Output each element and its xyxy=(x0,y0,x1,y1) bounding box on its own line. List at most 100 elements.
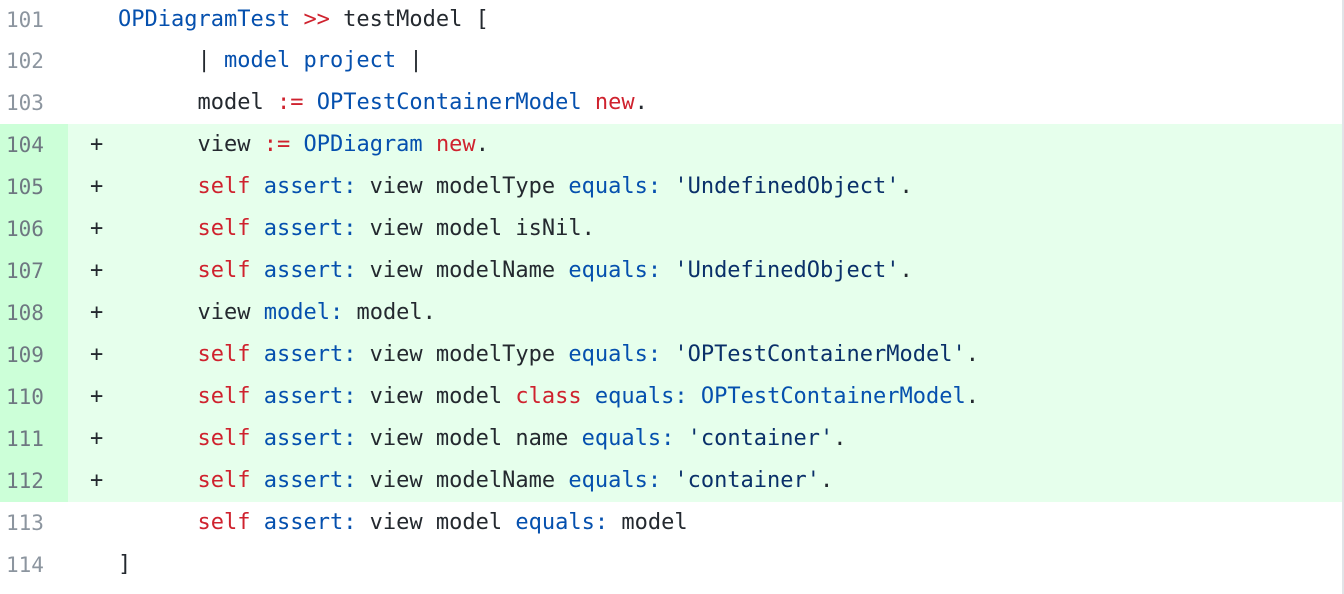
code-token: new xyxy=(435,132,476,157)
code-token: 'UndefinedObject' xyxy=(674,258,900,283)
code-token xyxy=(250,342,263,367)
code-token: 'OPTestContainerModel' xyxy=(674,342,966,367)
code-indent xyxy=(118,300,197,325)
code-token: equals: xyxy=(515,510,609,535)
diff-line-added: 105+ self assert: view modelType equals:… xyxy=(0,166,1342,208)
line-number[interactable]: 107 xyxy=(0,250,68,292)
line-number[interactable]: 105 xyxy=(0,166,68,208)
code-token: view modelType xyxy=(356,174,569,199)
code-content: view model: model. xyxy=(118,292,1342,334)
code-token xyxy=(661,258,674,283)
code-token: testModel [ xyxy=(329,7,489,32)
code-token xyxy=(250,426,263,451)
diff-line-added: 109 + self assert: view modelType equals:… xyxy=(0,334,1342,376)
line-number[interactable]: 101 xyxy=(6,8,44,32)
code-content: view := OPDiagram new. xyxy=(118,124,1342,166)
diff-marker: + xyxy=(90,132,104,157)
line-number[interactable]: 103 xyxy=(6,91,44,115)
line-number[interactable]: 110 xyxy=(0,376,68,418)
line-number[interactable]: 109 xyxy=(0,334,68,376)
diff-line-added: 112 + self assert: view modelName equals:… xyxy=(0,460,1342,502)
code-token: self xyxy=(197,342,251,367)
diff-line: 114] xyxy=(0,544,1342,586)
code-content: | model project | xyxy=(118,40,1342,82)
code-token: self xyxy=(197,426,251,451)
code-token: . xyxy=(820,468,834,493)
line-number[interactable]: 112 xyxy=(0,460,68,502)
code-token: | xyxy=(197,48,224,73)
code-token: self xyxy=(197,468,251,493)
code-indent xyxy=(118,132,197,157)
diff-line: 103 model := OPTestContainerModel new. xyxy=(0,82,1342,124)
code-content: self assert: view modelType equals: 'Und… xyxy=(118,166,1342,208)
line-number[interactable]: 104 xyxy=(0,124,68,166)
code-token: assert: xyxy=(263,510,357,535)
diff-marker: + xyxy=(90,258,104,283)
code-token: . xyxy=(899,258,913,283)
code-token: . xyxy=(475,132,489,157)
code-token: model project xyxy=(223,48,397,73)
code-content: self assert: view model name equals: 'co… xyxy=(118,418,1342,460)
code-token: view xyxy=(197,300,264,325)
code-token: view model xyxy=(356,384,516,409)
line-number[interactable]: 108 xyxy=(0,292,68,334)
diff-marker xyxy=(68,40,118,82)
code-token: equals: xyxy=(568,258,662,283)
line-number[interactable]: 102 xyxy=(6,49,44,73)
diff-marker: + xyxy=(90,342,104,367)
diff-line: 101 OPDiagramTest >> testModel [ xyxy=(0,0,1342,40)
diff-marker: + xyxy=(90,216,104,241)
line-number[interactable]: 114 xyxy=(6,553,44,577)
code-token: self xyxy=(197,510,251,535)
code-token xyxy=(290,132,303,157)
code-token: self xyxy=(197,384,251,409)
line-number[interactable]: 113 xyxy=(6,511,44,535)
code-token xyxy=(250,468,263,493)
diff-line: 102 | model project | xyxy=(0,40,1342,82)
code-token: OPDiagramTest xyxy=(118,7,291,32)
code-token: view modelName xyxy=(356,258,569,283)
code-token: self xyxy=(197,216,251,241)
diff-line: 113 self assert: view model equals: mode… xyxy=(0,502,1342,544)
code-indent xyxy=(118,174,197,199)
code-indent xyxy=(118,426,197,451)
code-token xyxy=(582,384,595,409)
code-token: OPDiagram xyxy=(303,132,423,157)
code-content: ] xyxy=(118,544,1342,586)
code-token: := xyxy=(263,132,291,157)
code-token: equals: xyxy=(568,174,662,199)
diff-marker xyxy=(68,544,118,586)
code-token xyxy=(303,90,316,115)
code-content: self assert: view modelName equals: 'con… xyxy=(118,460,1342,502)
code-token xyxy=(582,90,595,115)
code-token: assert: xyxy=(263,468,357,493)
code-token: equals: xyxy=(568,342,662,367)
diff-marker xyxy=(68,502,118,544)
code-token xyxy=(250,384,263,409)
diff-line-added: 106+ self assert: view model isNil. xyxy=(0,208,1342,250)
code-content: OPDiagramTest >> testModel [ xyxy=(118,0,1342,40)
diff-marker: + xyxy=(90,426,104,451)
code-token: assert: xyxy=(263,384,357,409)
diff-line-added: 111 + self assert: view model name equals… xyxy=(0,418,1342,460)
code-token: view modelType xyxy=(356,342,569,367)
code-token: assert: xyxy=(263,258,357,283)
code-token: view model xyxy=(356,510,516,535)
code-token: equals: xyxy=(581,426,675,451)
code-token: self xyxy=(197,258,251,283)
code-indent xyxy=(118,90,197,115)
line-number[interactable]: 111 xyxy=(0,418,68,460)
code-token: assert: xyxy=(263,342,357,367)
code-indent xyxy=(118,510,197,535)
code-token: | xyxy=(396,48,423,73)
code-token xyxy=(674,426,687,451)
code-token: view modelName xyxy=(356,468,569,493)
code-token: view model isNil. xyxy=(356,216,595,241)
line-number[interactable]: 106 xyxy=(0,208,68,250)
code-content: model := OPTestContainerModel new. xyxy=(118,82,1342,124)
code-token: assert: xyxy=(263,174,357,199)
code-token xyxy=(250,174,263,199)
diff-line-added: 108+ view model: model. xyxy=(0,292,1342,334)
diff-marker xyxy=(68,0,118,40)
diff-marker: + xyxy=(90,468,104,493)
